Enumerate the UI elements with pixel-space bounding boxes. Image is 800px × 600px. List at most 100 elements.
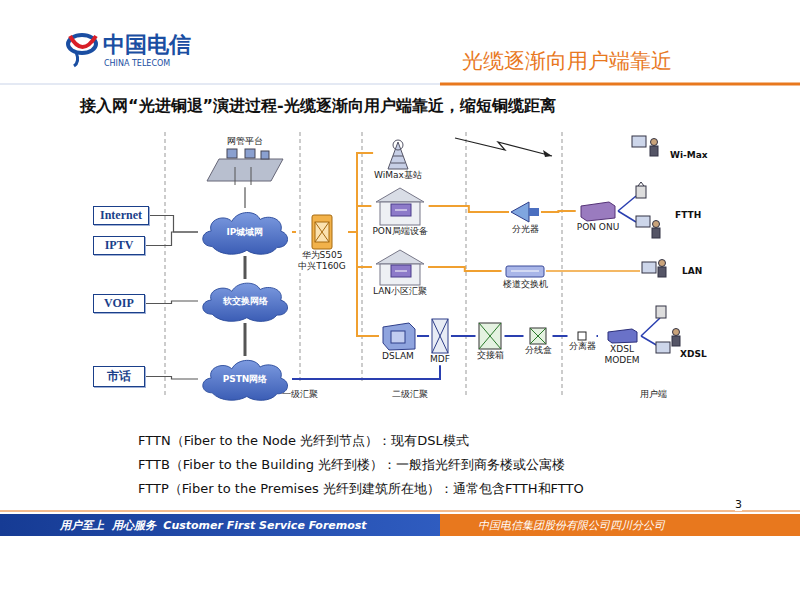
pon-olt: PON局端设备	[371, 186, 428, 237]
note-line: FTTP（Fiber to the Premises 光纤到建筑所在地）：通常包…	[138, 480, 584, 498]
logo-text: 中国电信	[103, 30, 191, 60]
splitter-filter-icon	[577, 331, 587, 341]
mdf-frame-icon	[431, 318, 449, 354]
distribution-box-icon	[529, 327, 547, 345]
node-label: LAN小区汇聚	[372, 286, 428, 297]
slide-title: 光缆逐渐向用户端靠近	[462, 47, 672, 75]
floor-switch-icon	[505, 263, 545, 279]
column-label: 二级汇聚	[392, 388, 428, 401]
node-label: 华为S505 中兴T160G	[296, 250, 348, 273]
user-terminal	[632, 136, 680, 353]
connector	[244, 187, 245, 208]
connector	[145, 301, 198, 304]
wireless-link	[543, 150, 552, 157]
connector	[292, 365, 440, 379]
footer-rule	[0, 511, 800, 512]
user-wire	[546, 196, 660, 346]
access-type: XDSL	[680, 349, 707, 359]
optical-splitter-icon	[509, 200, 541, 224]
wireless-link	[455, 138, 552, 156]
node-label: 网管平台	[226, 136, 264, 147]
pon-onu-icon	[579, 200, 617, 222]
pon-onu: PON ONU	[576, 200, 621, 233]
connector	[348, 153, 373, 232]
node-label: 交接箱	[476, 350, 505, 361]
lan-aggregation-icon	[374, 248, 426, 286]
pon-olt-icon	[374, 186, 426, 226]
network-cloud: 软交换网络	[198, 279, 292, 323]
lan-aggregation: LAN小区汇聚	[372, 248, 428, 297]
column-label: 一级汇聚	[282, 388, 318, 401]
connector	[145, 232, 198, 246]
node-label: WiMax基站	[373, 170, 423, 181]
xdsl-modem: XDSL MODEM	[598, 328, 646, 367]
dslam-icon	[379, 321, 417, 351]
node-label: 软交换网络	[223, 295, 268, 308]
connector	[429, 206, 509, 212]
optical-splitter: 分光器	[509, 200, 541, 235]
floor-switch: 楼道交换机	[502, 263, 549, 290]
connector	[348, 206, 371, 232]
connector	[505, 335, 524, 337]
node-label: VOIP	[104, 296, 134, 310]
page-number: 3	[735, 498, 742, 511]
connector	[451, 335, 476, 337]
connector	[149, 216, 198, 233]
connector	[292, 231, 296, 233]
footer-company: 中国电信集团股份有限公司四川分公司	[478, 518, 665, 533]
header-rule	[440, 83, 800, 86]
node-label: 分光器	[511, 224, 540, 235]
node-label: PON ONU	[576, 222, 621, 233]
column-separator	[165, 132, 562, 398]
service-box: VOIP	[93, 294, 145, 313]
node-label: PSTN网络	[223, 373, 268, 386]
management-platform: 网管平台	[205, 136, 285, 187]
column-label: 用户端	[640, 388, 667, 401]
cross-box-icon	[478, 322, 502, 350]
service-box: 市话	[93, 366, 145, 387]
mdf-frame: MDF	[429, 318, 451, 365]
node-label: XDSL MODEM	[598, 344, 646, 367]
connector	[541, 211, 576, 212]
aggregation-switch: 华为S505 中兴T160G	[296, 214, 348, 273]
slide-subtitle: 接入网“光进铜退”演进过程-光缆逐渐向用户端靠近，缩短铜缆距离	[80, 96, 556, 117]
access-type: LAN	[682, 266, 702, 276]
node-label: IPTV	[105, 238, 134, 252]
management-platform-icon	[205, 147, 285, 187]
connector	[244, 256, 247, 279]
note-line: FTTB（Fiber to the Building 光纤到楼）：一般指光纤到商…	[138, 456, 565, 474]
footer-slogan: 用户至上 用心服务 Customer First Service Foremos…	[60, 518, 367, 533]
dslam: DSLAM	[379, 321, 417, 362]
xdsl-modem-icon	[606, 328, 638, 344]
cross-box: 交接箱	[476, 322, 505, 361]
node-label: Internet	[100, 208, 142, 222]
footer-bar	[440, 514, 800, 536]
node-label: 市话	[107, 369, 131, 383]
node-label: 分离器	[568, 341, 597, 352]
header-rule	[0, 84, 440, 85]
node-label: 楼道交换机	[502, 279, 549, 290]
connector	[428, 267, 501, 271]
network-cloud: IP城域网	[198, 208, 292, 256]
service-box: IPTV	[93, 236, 145, 255]
logo-subtext: CHINA TELECOM	[104, 59, 170, 68]
connector	[145, 377, 198, 380]
network-cloud: PSTN网络	[198, 356, 292, 402]
distribution-box: 分线盒	[524, 327, 553, 356]
aggregation-switch-icon	[311, 214, 333, 250]
node-label: 分线盒	[524, 345, 553, 356]
node-label: MDF	[429, 354, 451, 365]
node-label: IP城域网	[227, 226, 264, 239]
connector	[348, 232, 372, 267]
connector	[417, 335, 429, 337]
access-type: FTTH	[675, 210, 701, 220]
node-label: DSLAM	[381, 351, 415, 362]
footer-bar	[0, 514, 440, 536]
connector	[553, 335, 568, 337]
access-type: Wi-Max	[670, 150, 708, 160]
connector	[348, 232, 379, 336]
wimax-station: WiMax基站	[373, 136, 423, 181]
service-box: Internet	[93, 206, 149, 225]
logo-mark	[68, 35, 96, 66]
node-label: PON局端设备	[371, 226, 428, 237]
